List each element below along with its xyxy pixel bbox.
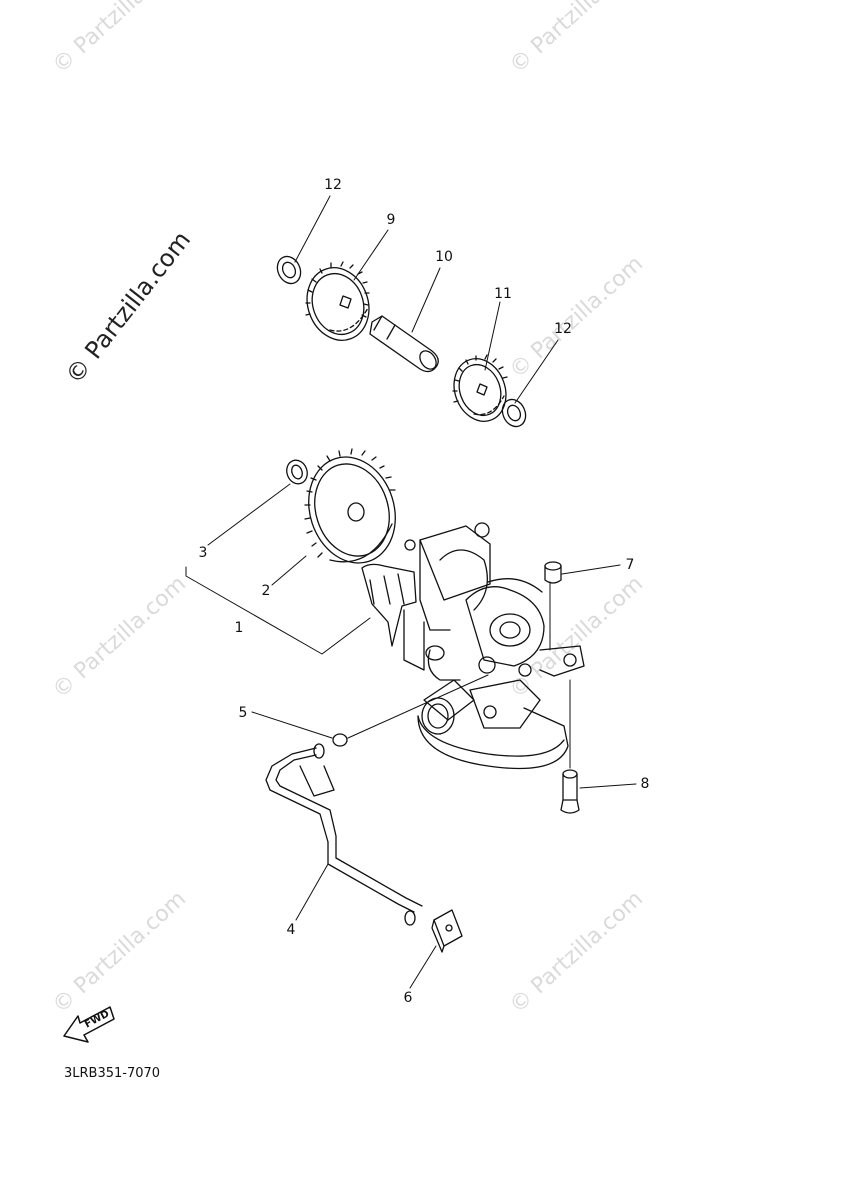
damper-6 [431, 909, 463, 953]
callout-5: 5 [238, 705, 248, 721]
shaft-10 [369, 315, 439, 373]
gear-9 [305, 261, 370, 341]
oil-pump-assembly [361, 522, 585, 770]
callout-3: 3 [198, 545, 208, 561]
dowel-pin-7 [544, 561, 562, 584]
circlip-3 [286, 459, 308, 485]
o-ring-5 [332, 733, 348, 747]
callout-8: 8 [640, 776, 650, 792]
gear-2 [304, 448, 396, 564]
oil-pipe-4 [265, 743, 423, 926]
leader-lines [185, 195, 637, 989]
fwd-arrow-icon [63, 1006, 115, 1043]
diagram-code: 3LRB351-7070 [64, 1066, 161, 1081]
circlip-top-left [276, 255, 302, 285]
callout-2: 2 [261, 583, 271, 599]
circlip-right [501, 398, 527, 428]
bolt-8 [560, 769, 580, 814]
callout-9: 9 [386, 212, 396, 228]
callout-12-top: 12 [324, 177, 342, 193]
callout-4: 4 [286, 922, 296, 938]
callout-6: 6 [403, 990, 413, 1006]
callout-1: 1 [234, 620, 244, 636]
callout-7: 7 [625, 557, 635, 573]
callout-12-right: 12 [554, 321, 572, 337]
callout-10: 10 [435, 249, 453, 265]
callout-11: 11 [494, 286, 512, 302]
gear-11 [452, 354, 508, 422]
